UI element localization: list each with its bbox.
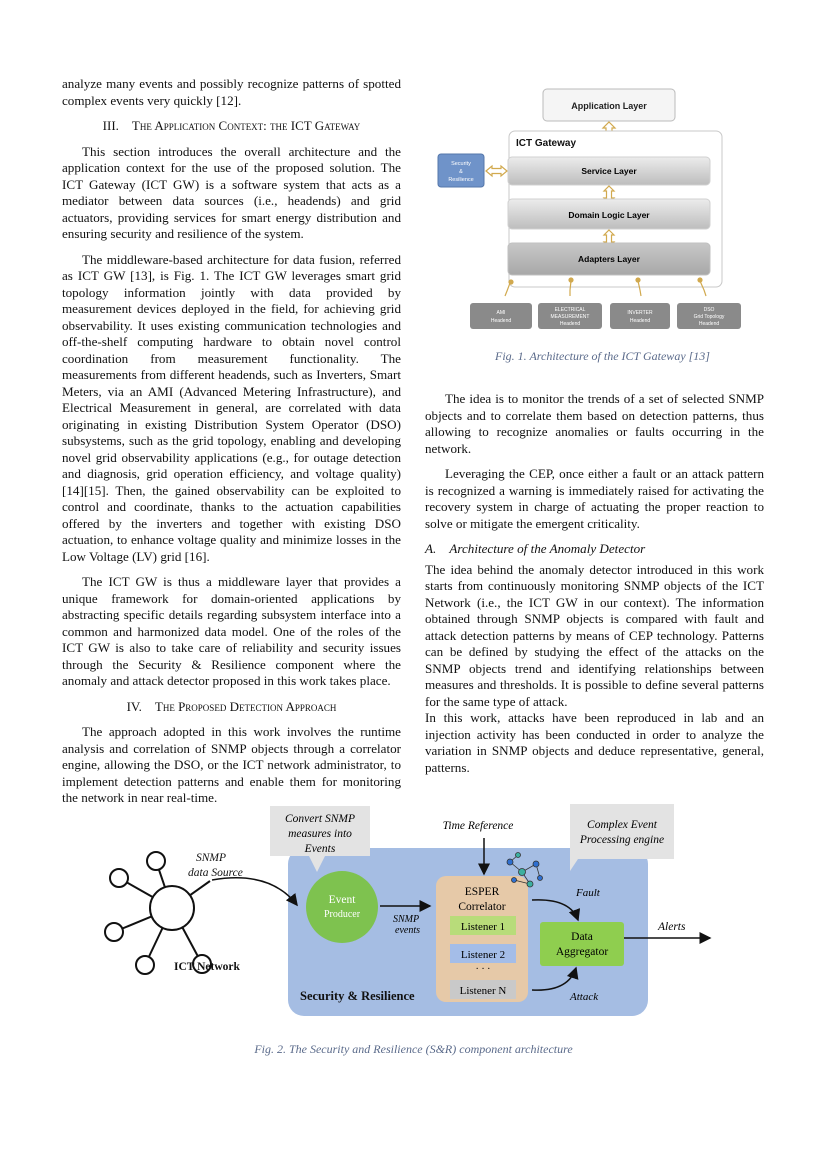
figure-1-ict-gateway: Application Layer ICT Gateway Service La… — [437, 88, 741, 329]
figure-2-sr-architecture: Security & Resilience ICT Network SNMP d… — [104, 804, 712, 1016]
listener-1-label: Listener 1 — [461, 921, 505, 933]
adapters-layer-box — [507, 242, 711, 276]
paragraph: In this work, attacks have been reproduc… — [425, 710, 764, 775]
svg-text:Headend: Headend — [491, 318, 512, 324]
listener-n-label: Listener N — [460, 985, 507, 997]
cep-network-icon — [506, 852, 543, 888]
event-producer-node — [306, 871, 378, 943]
esper-correlator-box — [436, 876, 528, 1002]
section-heading-iv: IV. The Proposed Detection Approach — [126, 698, 337, 714]
security-resilience-box — [437, 153, 485, 188]
domain-logic-layer-label: Domain Logic Layer — [568, 210, 650, 220]
ict-gateway-title: ICT Gateway — [516, 138, 576, 149]
paragraph: analyze many events and possibly recogni… — [62, 76, 401, 108]
time-reference-label: Time Reference — [443, 820, 514, 832]
headend-dso-grid-topology: DSO Grid Topology Headend — [677, 303, 741, 329]
fault-arrow — [531, 899, 581, 922]
listener-2-label: Listener 2 — [461, 949, 505, 961]
snmp-source-label: SNMP — [196, 852, 226, 864]
right-column: The idea is to monitor the trends of a s… — [425, 391, 764, 776]
paragraph: Leveraging the CEP, once either a fault … — [425, 466, 764, 531]
svg-text:Headend: Headend — [630, 318, 651, 324]
esper-correlator-label: ESPER — [465, 886, 500, 898]
paragraph: The idea behind the anomaly detector int… — [425, 561, 764, 709]
svg-text:AMI: AMI — [497, 310, 506, 316]
paragraph: The ICT GW is thus a middleware layer th… — [62, 574, 401, 688]
subsection-heading-a: A. Architecture of the Anomaly Detector — [425, 541, 646, 556]
svg-text:Complex Event: Complex Event — [587, 819, 658, 831]
svg-text:Events: Events — [304, 843, 336, 855]
listener-n-box — [450, 980, 516, 999]
svg-text:Grid Topology: Grid Topology — [694, 314, 725, 320]
data-aggregator-label: Data — [571, 931, 593, 943]
attack-arrow — [531, 966, 579, 991]
section-heading-iii: III. The Application Context: the ICT Ga… — [102, 118, 361, 133]
security-label: & — [459, 169, 463, 175]
svg-text:INVERTER: INVERTER — [627, 310, 653, 316]
application-layer-box — [542, 88, 676, 122]
svg-text:Convert SNMP: Convert SNMP — [285, 813, 355, 825]
paragraph: The approach adopted in this work involv… — [62, 724, 401, 805]
domain-logic-layer-box — [507, 198, 711, 230]
svg-text:ELECTRICAL: ELECTRICAL — [555, 307, 586, 313]
paragraph: This section introduces the overall arch… — [62, 143, 401, 242]
event-producer-label: Event — [329, 894, 357, 906]
horizontal-double-arrow-icon — [485, 164, 508, 178]
security-label: Resilience — [448, 177, 473, 183]
esper-correlator-label: Correlator — [458, 901, 505, 913]
paragraph: The middleware-based architecture for da… — [62, 251, 401, 564]
svg-text:MEASUREMENT: MEASUREMENT — [551, 314, 590, 320]
listener-1-box — [450, 916, 516, 935]
security-resilience-label: Security & Resilience — [300, 989, 415, 1003]
left-column: analyze many events and possibly recogni… — [62, 76, 401, 807]
headend-inverter: INVERTER Headend — [610, 303, 670, 329]
svg-text:DSO: DSO — [704, 307, 715, 313]
security-label: Security — [451, 161, 471, 167]
alerts-label: Alerts — [657, 921, 686, 933]
svg-text:Processing engine: Processing engine — [579, 834, 664, 846]
service-layer-label: Service Layer — [581, 166, 637, 176]
ict-network-label: ICT Network — [174, 961, 241, 973]
attack-label: Attack — [569, 991, 599, 1003]
svg-text:measures into: measures into — [288, 828, 352, 840]
application-layer-label: Application Layer — [571, 101, 647, 111]
data-aggregator-box — [540, 922, 624, 966]
data-aggregator-label: Aggregator — [556, 946, 609, 958]
ict-network-icon — [104, 851, 212, 975]
paragraph: The idea is to monitor the trends of a s… — [425, 391, 764, 456]
callout-convert-snmp: Convert SNMP measures into Events — [270, 806, 370, 872]
source-to-producer-arrow — [211, 877, 298, 907]
headend-electrical-measurement: ELECTRICAL MEASUREMENT Headend — [538, 303, 602, 329]
service-layer-box — [507, 156, 711, 186]
snmp-events-label: SNMP — [393, 914, 419, 925]
figure-2-caption: Fig. 2. The Security and Resilience (S&R… — [254, 1042, 573, 1056]
callout-cep-engine: Complex Event Processing engine — [570, 804, 674, 871]
snmp-source-label: data Source — [188, 867, 243, 879]
headend-ami: AMI Headend — [470, 303, 532, 329]
svg-text:Headend: Headend — [560, 321, 581, 327]
event-producer-label: Producer — [324, 909, 361, 920]
svg-text:Headend: Headend — [699, 321, 720, 327]
fault-label: Fault — [575, 887, 601, 899]
listener-ellipsis: · · · — [476, 964, 491, 975]
plug-connector-icons — [504, 277, 707, 297]
figure-1-caption: Fig. 1. Architecture of the ICT Gateway … — [495, 349, 710, 363]
snmp-events-label: events — [395, 925, 420, 936]
listener-2-box — [450, 944, 516, 963]
adapters-layer-label: Adapters Layer — [578, 254, 641, 264]
